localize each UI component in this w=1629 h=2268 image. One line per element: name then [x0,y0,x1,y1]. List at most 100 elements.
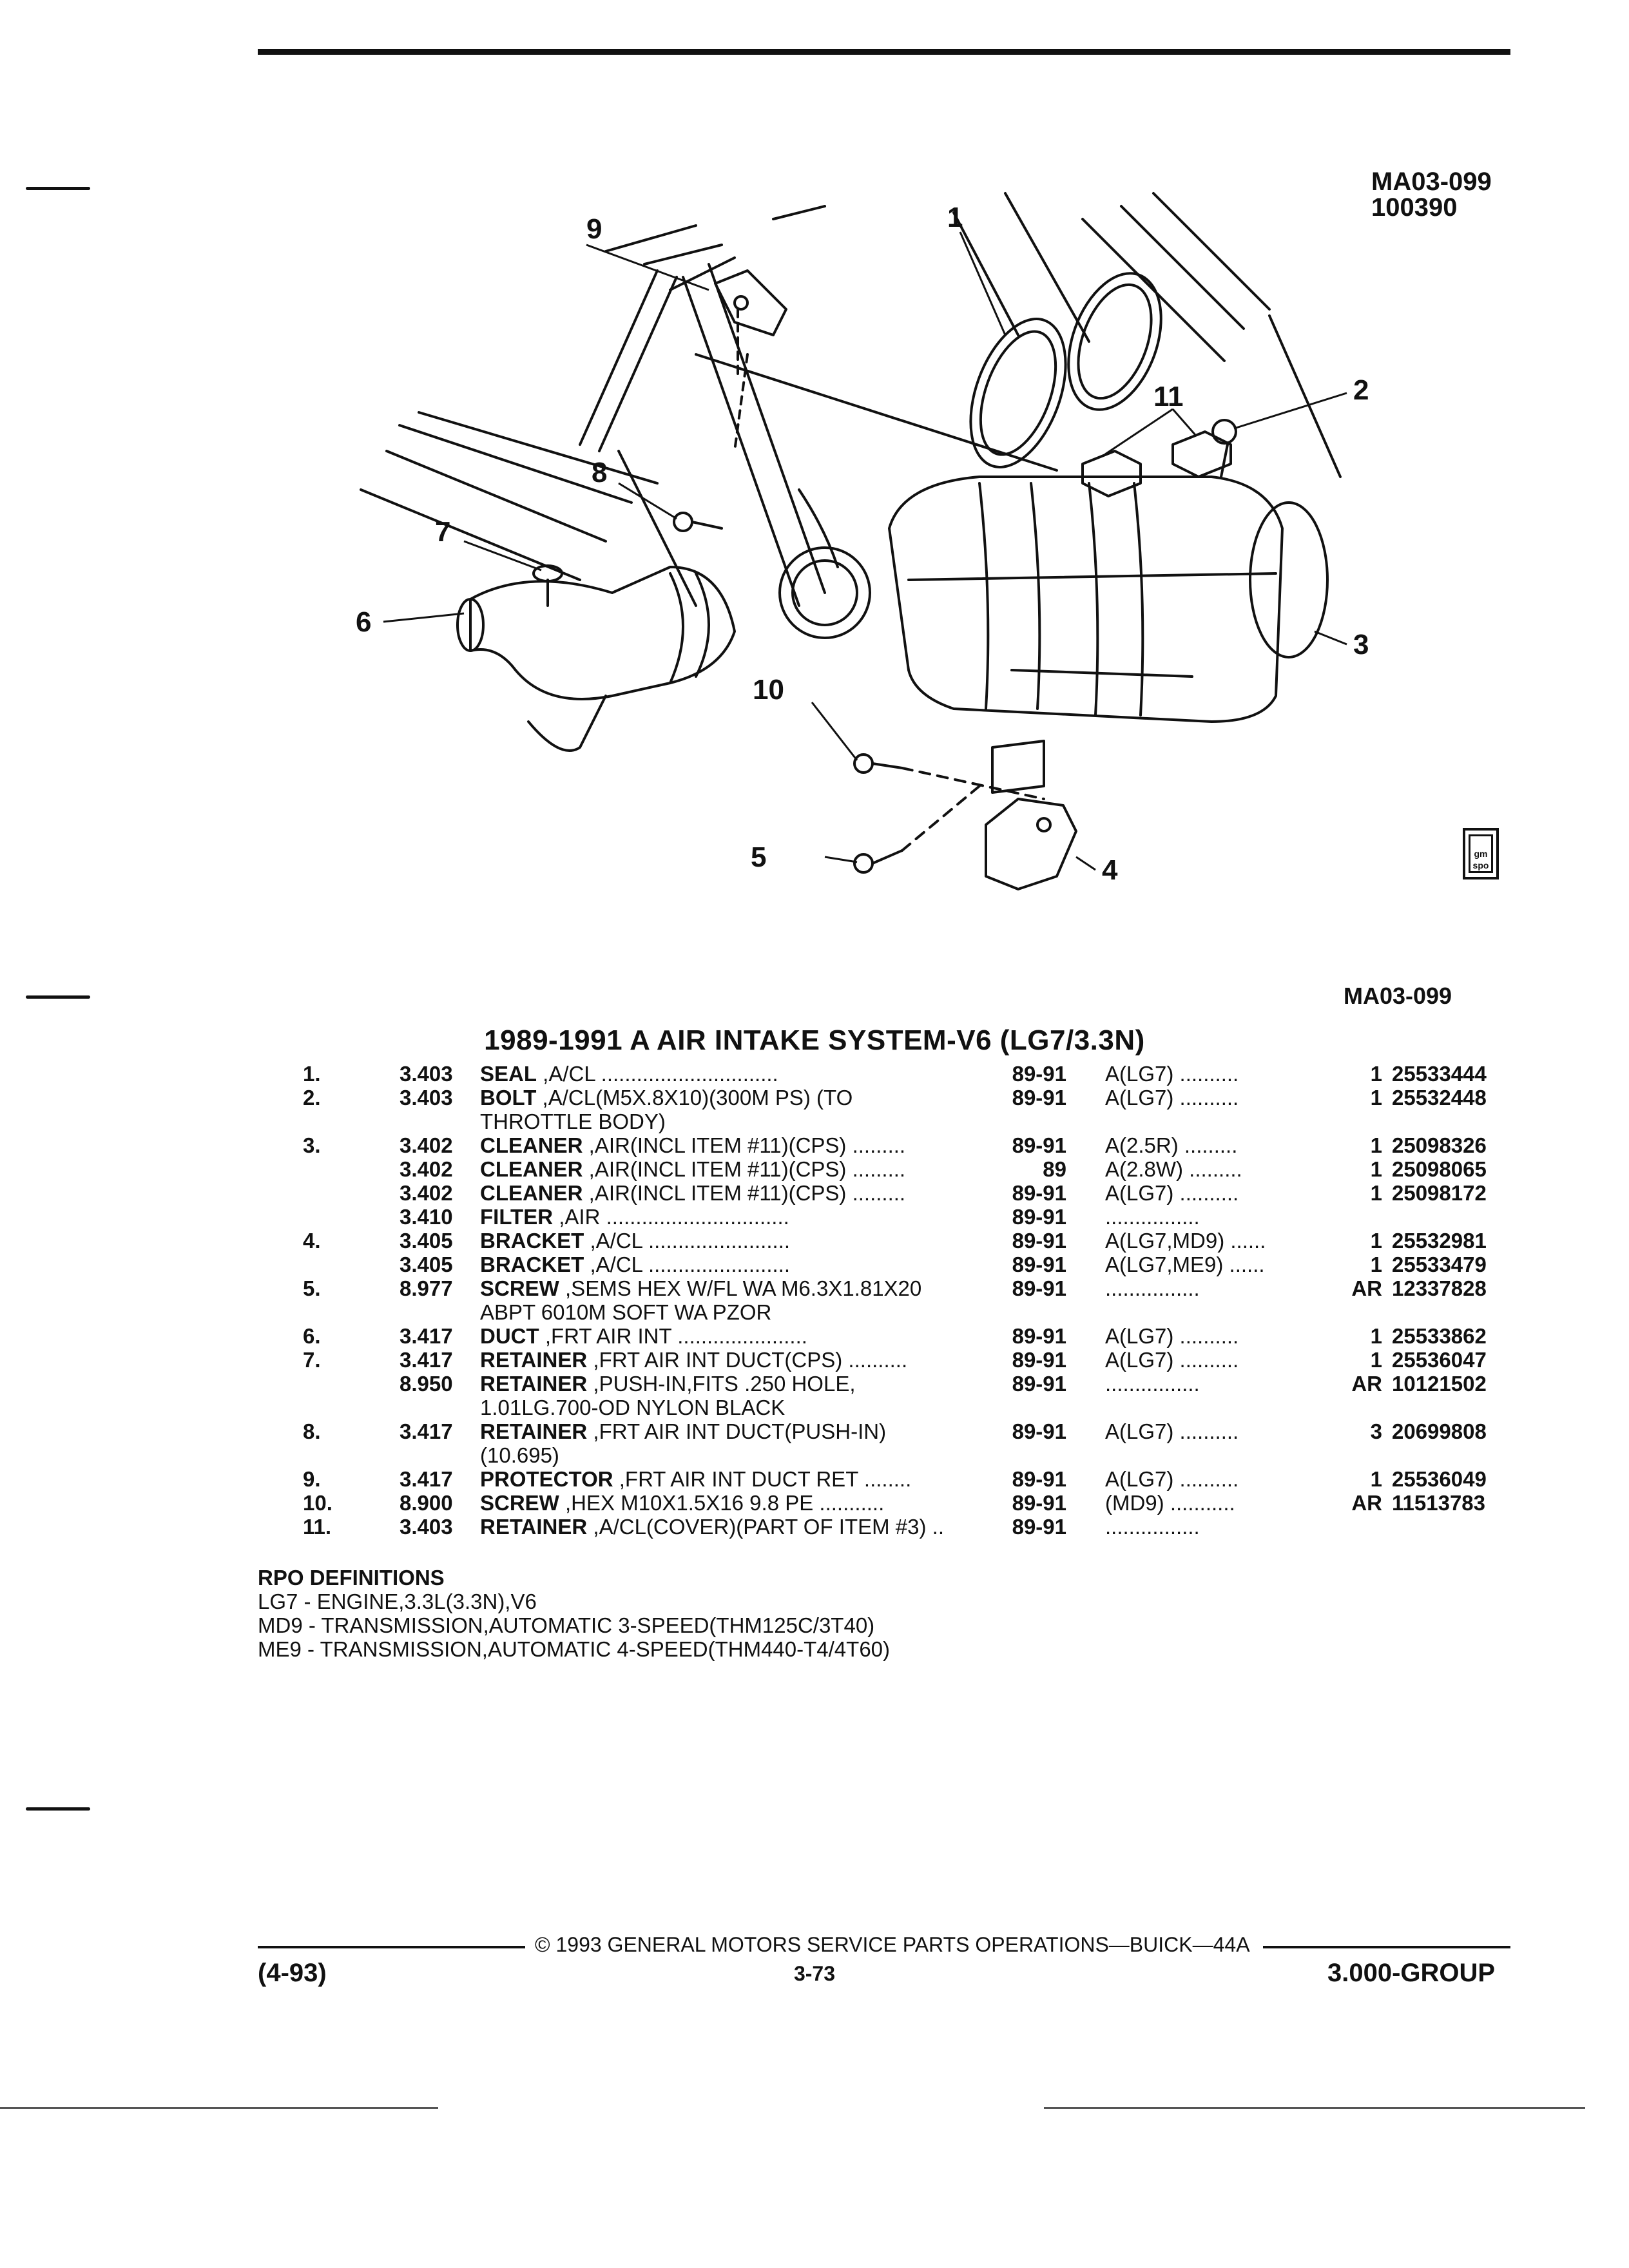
part-description: BRACKET ,A/CL ........................ [480,1229,1240,1253]
part-description: RETAINER ,A/CL(COVER)(PART OF ITEM #3) .… [480,1515,1240,1539]
group-number: 3.410 [400,1205,453,1229]
model-years: 89-91 [1012,1276,1066,1300]
page-number: 3-73 [793,1962,836,1985]
group-label: 3.000-GROUP [1327,1959,1496,1987]
part-detail: ,AIR(INCL ITEM #11)(CPS) ......... [583,1133,906,1157]
footer-rule-left [258,1946,525,1948]
part-number: 25536049 [1392,1467,1487,1491]
part-number: 20699808 [1392,1419,1487,1443]
gm-spo-logo: gm spo [1463,828,1499,879]
model-years: 89-91 [1012,1133,1066,1157]
model-years: 89-91 [1012,1324,1066,1348]
model-years: 89-91 [1012,1229,1066,1253]
quantity: AR [1351,1372,1382,1396]
quantity: 1 [1370,1062,1382,1086]
model-years: 89 [1043,1157,1066,1181]
callout-8: 8 [592,457,607,488]
binder-mark [26,1807,90,1811]
part-description: CLEANER ,AIR(INCL ITEM #11)(CPS) .......… [480,1157,1240,1181]
part-name: PROTECTOR [480,1467,613,1491]
quantity: 1 [1370,1253,1382,1276]
group-number: 3.402 [400,1133,453,1157]
model-years: 89-91 [1012,1086,1066,1110]
binder-mark [26,995,90,999]
bottom-rule-left [0,2107,438,2109]
item-number: 6. [303,1324,321,1348]
model-years: 89-91 [1012,1515,1066,1539]
part-name: RETAINER [480,1348,588,1372]
part-detail: ,A/CL .............................. [537,1062,778,1086]
usage-code: ................ [1105,1515,1200,1539]
part-description: BRACKET ,A/CL ........................ [480,1253,1240,1276]
part-number: 25098326 [1392,1133,1487,1157]
group-number: 3.417 [400,1467,453,1491]
model-years: 89-91 [1012,1491,1066,1515]
part-description: DUCT ,FRT AIR INT ...................... [480,1324,1240,1348]
part-detail: ,PUSH-IN,FITS .250 HOLE, [587,1372,856,1396]
model-years: 89-91 [1012,1372,1066,1396]
copyright: © 1993 GENERAL MOTORS SERVICE PARTS OPER… [535,1933,1250,1956]
item-number: 11. [303,1515,332,1539]
part-number: 11513783 [1392,1491,1486,1515]
model-years: 89-91 [1012,1419,1066,1443]
part-description: SCREW ,SEMS HEX W/FL WA M6.3X1.81X20 [480,1276,1240,1300]
group-number: 3.417 [400,1348,453,1372]
group-number: 3.402 [400,1181,453,1205]
quantity: 1 [1370,1181,1382,1205]
item-number: 4. [303,1229,321,1253]
part-description: CLEANER ,AIR(INCL ITEM #11)(CPS) .......… [480,1181,1240,1205]
callout-9: 9 [586,213,602,245]
quantity: 1 [1370,1324,1382,1348]
quantity: 1 [1370,1133,1382,1157]
part-name: FILTER [480,1205,554,1229]
usage-code: A(LG7) .......... [1105,1086,1239,1110]
part-name: BOLT [480,1086,537,1110]
bottom-rule-right [1044,2107,1585,2109]
part-number: 25098065 [1392,1157,1487,1181]
part-description: RETAINER ,FRT AIR INT DUCT(PUSH-IN) [480,1419,1240,1443]
figure-date-code: 100390 [1371,193,1458,222]
rpo-heading: RPO DEFINITIONS [258,1566,445,1590]
group-number: 3.403 [400,1086,453,1110]
usage-code: A(LG7) .......... [1105,1348,1239,1372]
quantity: 1 [1370,1229,1382,1253]
part-name: RETAINER [480,1372,588,1396]
part-detail: ,FRT AIR INT DUCT(PUSH-IN) [587,1419,887,1443]
figure-caption: MA03-099 [1344,983,1452,1009]
group-number: 8.977 [400,1276,453,1300]
binder-mark [26,187,90,190]
item-number: 2. [303,1086,321,1110]
part-number: 25533444 [1392,1062,1487,1086]
quantity: AR [1351,1276,1382,1300]
model-years: 89-91 [1012,1467,1066,1491]
part-name: SCREW [480,1491,559,1515]
rpo-line: LG7 - ENGINE,3.3L(3.3N),V6 [258,1590,537,1613]
part-number: 25532981 [1392,1229,1487,1253]
usage-code: A(LG7) .......... [1105,1062,1239,1086]
part-description: SCREW ,HEX M10X1.5X16 9.8 PE ........... [480,1491,1240,1515]
item-number: 7. [303,1348,321,1372]
part-detail: ,A/CL ........................ [584,1253,791,1276]
group-number: 3.417 [400,1419,453,1443]
group-number: 8.900 [400,1491,453,1515]
group-number: 3.405 [400,1253,453,1276]
quantity: 1 [1370,1467,1382,1491]
quantity: AR [1351,1491,1382,1515]
usage-code: A(LG7) .......... [1105,1324,1239,1348]
callout-3: 3 [1353,629,1369,660]
callout-7: 7 [435,516,450,548]
model-years: 89-91 [1012,1181,1066,1205]
callout-10: 10 [753,674,784,706]
part-number: 10121502 [1392,1372,1487,1396]
part-name: SEAL [480,1062,537,1086]
item-number: 1. [303,1062,321,1086]
part-number: 25533862 [1392,1324,1487,1348]
part-detail: ,SEMS HEX W/FL WA M6.3X1.81X20 [559,1276,922,1300]
model-years: 89-91 [1012,1253,1066,1276]
part-name: BRACKET [480,1229,584,1253]
usage-code: A(LG7,MD9) ...... [1105,1229,1266,1253]
usage-code: A(2.8W) ......... [1105,1157,1242,1181]
callout-6: 6 [356,606,371,638]
rpo-line: ME9 - TRANSMISSION,AUTOMATIC 4-SPEED(THM… [258,1637,891,1661]
group-number: 3.403 [400,1515,453,1539]
